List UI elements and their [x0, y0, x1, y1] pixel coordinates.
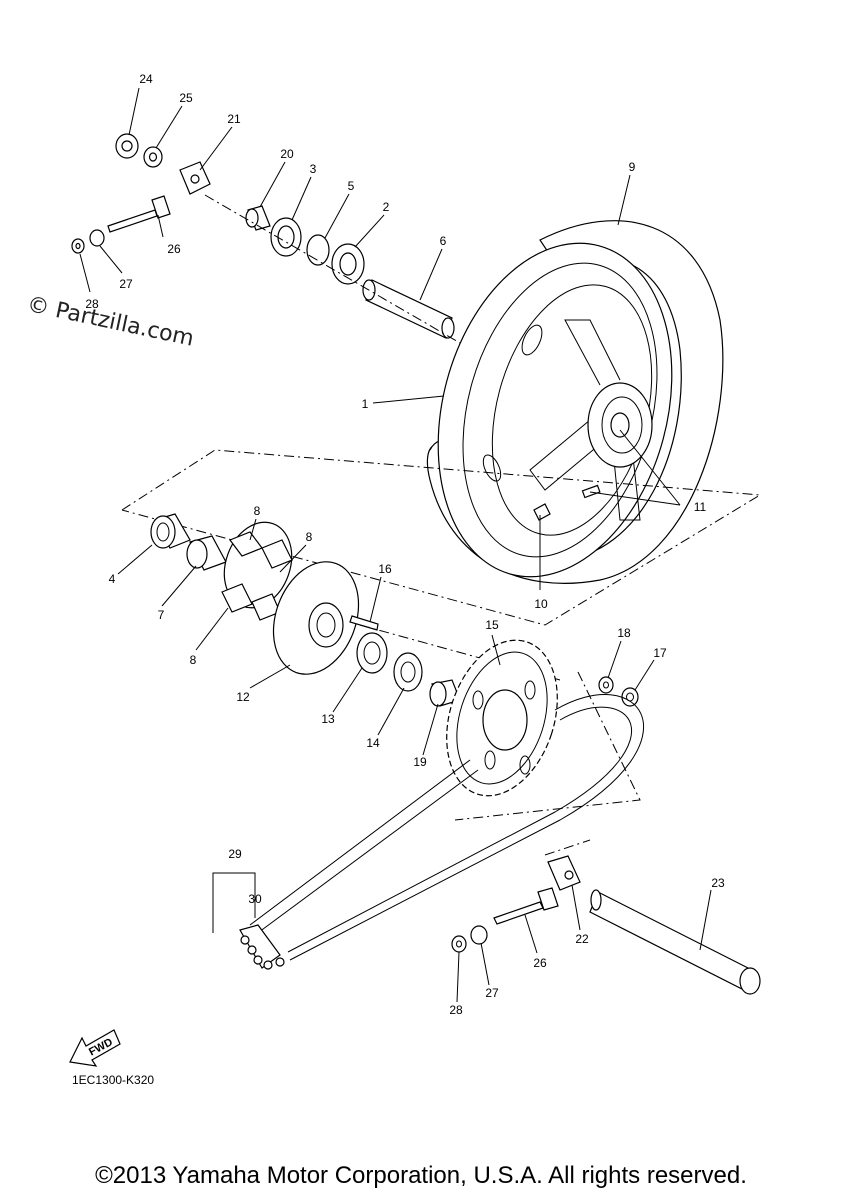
washer-25[interactable] [143, 146, 163, 168]
diagram-code: 1EC1300-K320 [72, 1073, 155, 1087]
callout-28-upper: 28 [85, 297, 99, 311]
callout-8c: 8 [190, 653, 197, 667]
fwd-arrow-icon: FWD [69, 1029, 121, 1067]
callout-3: 3 [310, 162, 317, 176]
nut-27-lower[interactable] [470, 925, 488, 945]
bearing-2[interactable] [331, 243, 365, 285]
callout-11: 11 [694, 500, 707, 514]
leader-lines [79, 87, 712, 1003]
bearing-3[interactable] [270, 217, 302, 257]
callout-10: 10 [534, 597, 548, 611]
collar-7[interactable] [186, 535, 227, 571]
washer-28-lower[interactable] [451, 935, 467, 953]
circlip-5[interactable] [306, 234, 330, 266]
callout-8a: 8 [254, 504, 261, 518]
stud-bolt-16[interactable] [349, 615, 379, 631]
callout-26-upper: 26 [167, 242, 181, 256]
oil-seal-14[interactable] [393, 652, 423, 692]
callout-4: 4 [109, 572, 116, 586]
callout-15: 15 [485, 618, 499, 632]
callout-29: 29 [228, 847, 242, 861]
bearing-13[interactable] [356, 632, 388, 674]
damper-8[interactable] [213, 513, 303, 621]
copyright-notice: ©2013 Yamaha Motor Corporation, U.S.A. A… [95, 1162, 747, 1189]
callout-24: 24 [139, 72, 153, 86]
callout-labels: 24 25 21 20 3 5 2 6 9 26 27 28 1 11 10 8… [85, 72, 725, 1017]
callout-16: 16 [378, 562, 392, 576]
callout-23: 23 [711, 876, 725, 890]
callout-17: 17 [653, 646, 667, 660]
adjuster-plate-21[interactable] [179, 161, 211, 195]
clutch-hub-12[interactable] [259, 550, 374, 686]
callout-13: 13 [321, 712, 335, 726]
callout-27-upper: 27 [119, 277, 133, 291]
sprocket-15[interactable] [428, 626, 576, 810]
joint-link-30-bracket [212, 872, 256, 933]
balance-weight-11[interactable] [581, 484, 601, 499]
callout-12: 12 [236, 690, 250, 704]
nut-17[interactable] [621, 687, 639, 707]
callout-2: 2 [383, 200, 390, 214]
callout-5: 5 [348, 179, 355, 193]
spacer-6[interactable] [362, 279, 455, 339]
valve-10[interactable] [533, 503, 551, 521]
washer-28-upper[interactable] [71, 238, 85, 254]
callout-7: 7 [158, 608, 165, 622]
callout-27-lower: 27 [485, 986, 499, 1000]
axle-23[interactable] [589, 889, 761, 995]
bearing-4[interactable] [150, 513, 191, 549]
callout-28-lower: 28 [449, 1003, 463, 1017]
callout-21: 21 [227, 112, 241, 126]
wheel-rim-1[interactable] [403, 217, 707, 603]
callout-25: 25 [179, 91, 193, 105]
callout-9: 9 [629, 160, 636, 174]
nut-27-upper[interactable] [89, 229, 105, 247]
callout-26-lower: 26 [533, 956, 547, 970]
callout-6: 6 [440, 234, 447, 248]
bolt-26-upper[interactable] [107, 195, 171, 233]
callout-20: 20 [280, 147, 294, 161]
callout-1: 1 [362, 397, 369, 411]
callout-19: 19 [413, 755, 427, 769]
nut-24[interactable] [115, 133, 139, 159]
callout-18: 18 [617, 626, 631, 640]
callout-22: 22 [575, 932, 589, 946]
washer-18[interactable] [598, 676, 614, 694]
collar-20[interactable] [245, 205, 271, 231]
callout-30: 30 [248, 892, 262, 906]
bolt-26-lower[interactable] [493, 887, 559, 925]
drive-chain-29[interactable] [239, 693, 645, 970]
callout-14: 14 [366, 736, 380, 750]
adjuster-plate-22[interactable] [547, 855, 581, 891]
callout-8b: 8 [306, 530, 313, 544]
